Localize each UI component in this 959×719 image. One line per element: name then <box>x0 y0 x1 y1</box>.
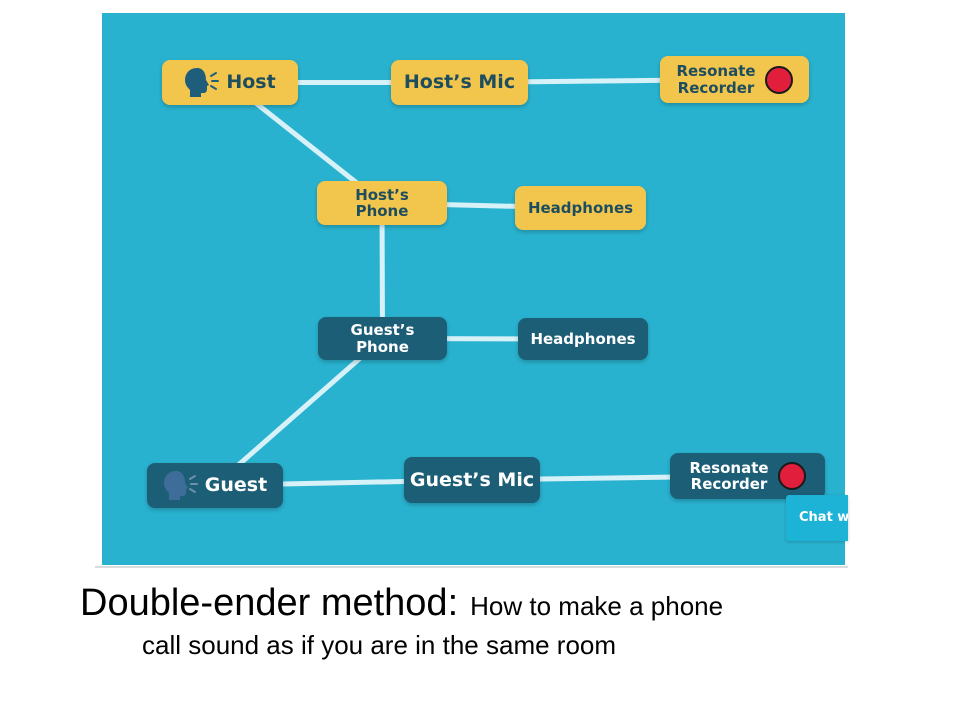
host-mic-node: Host’s Mic <box>391 60 528 105</box>
guest-phone-label: Guest’s Phone <box>350 321 415 356</box>
host-recorder-label: Resonate Recorder <box>676 62 756 97</box>
chat-widget-button[interactable]: Chat wi <box>786 495 848 541</box>
host-headphones-node: Headphones <box>515 186 646 230</box>
guest-headphones-label: Headphones <box>530 329 636 348</box>
guest-recorder-node: Resonate Recorder <box>670 453 825 499</box>
host-label: Host <box>226 71 276 94</box>
caption-subtitle-line2: call sound as if you are in the same roo… <box>142 630 617 660</box>
caption-subtitle-line1: How to make a phone <box>470 591 724 621</box>
guest-mic-label: Guest’s Mic <box>409 468 535 491</box>
guest-recorder-label: Resonate Recorder <box>689 458 769 493</box>
caption: Double-ender method:How to make a phone … <box>80 582 900 661</box>
host-mic-label: Host’s Mic <box>403 71 516 94</box>
guest-node: Guest <box>147 463 283 508</box>
speaking-head-icon <box>185 67 220 97</box>
connector-host_phone-guest_phone <box>379 200 385 341</box>
host-phone-node: Host’s Phone <box>317 181 447 225</box>
guest-phone-node: Guest’s Phone <box>318 317 447 360</box>
host-recorder-node: Resonate Recorder <box>660 56 809 103</box>
caption-title: Double-ender method: <box>80 582 459 624</box>
host-phone-label: Host’s Phone <box>355 185 409 220</box>
connector-guest_phone-guest <box>212 336 385 488</box>
caption-line: Double-ender method: How to make a phone <box>80 582 900 628</box>
host-node: Host <box>162 60 298 105</box>
host-headphones-label: Headphones <box>527 198 634 217</box>
guest-headphones-node: Headphones <box>518 318 648 360</box>
record-button-icon <box>777 462 806 490</box>
guest-mic-node: Guest’s Mic <box>404 457 540 503</box>
divider <box>95 566 848 568</box>
chat-widget-label: Chat wi <box>799 510 848 525</box>
signal-flow-diagram: Host Host’s Mic Resonate Recorder Host’s… <box>102 13 845 565</box>
speaking-head-icon <box>163 470 198 500</box>
guest-label: Guest <box>204 474 268 497</box>
record-button-icon <box>764 65 793 94</box>
